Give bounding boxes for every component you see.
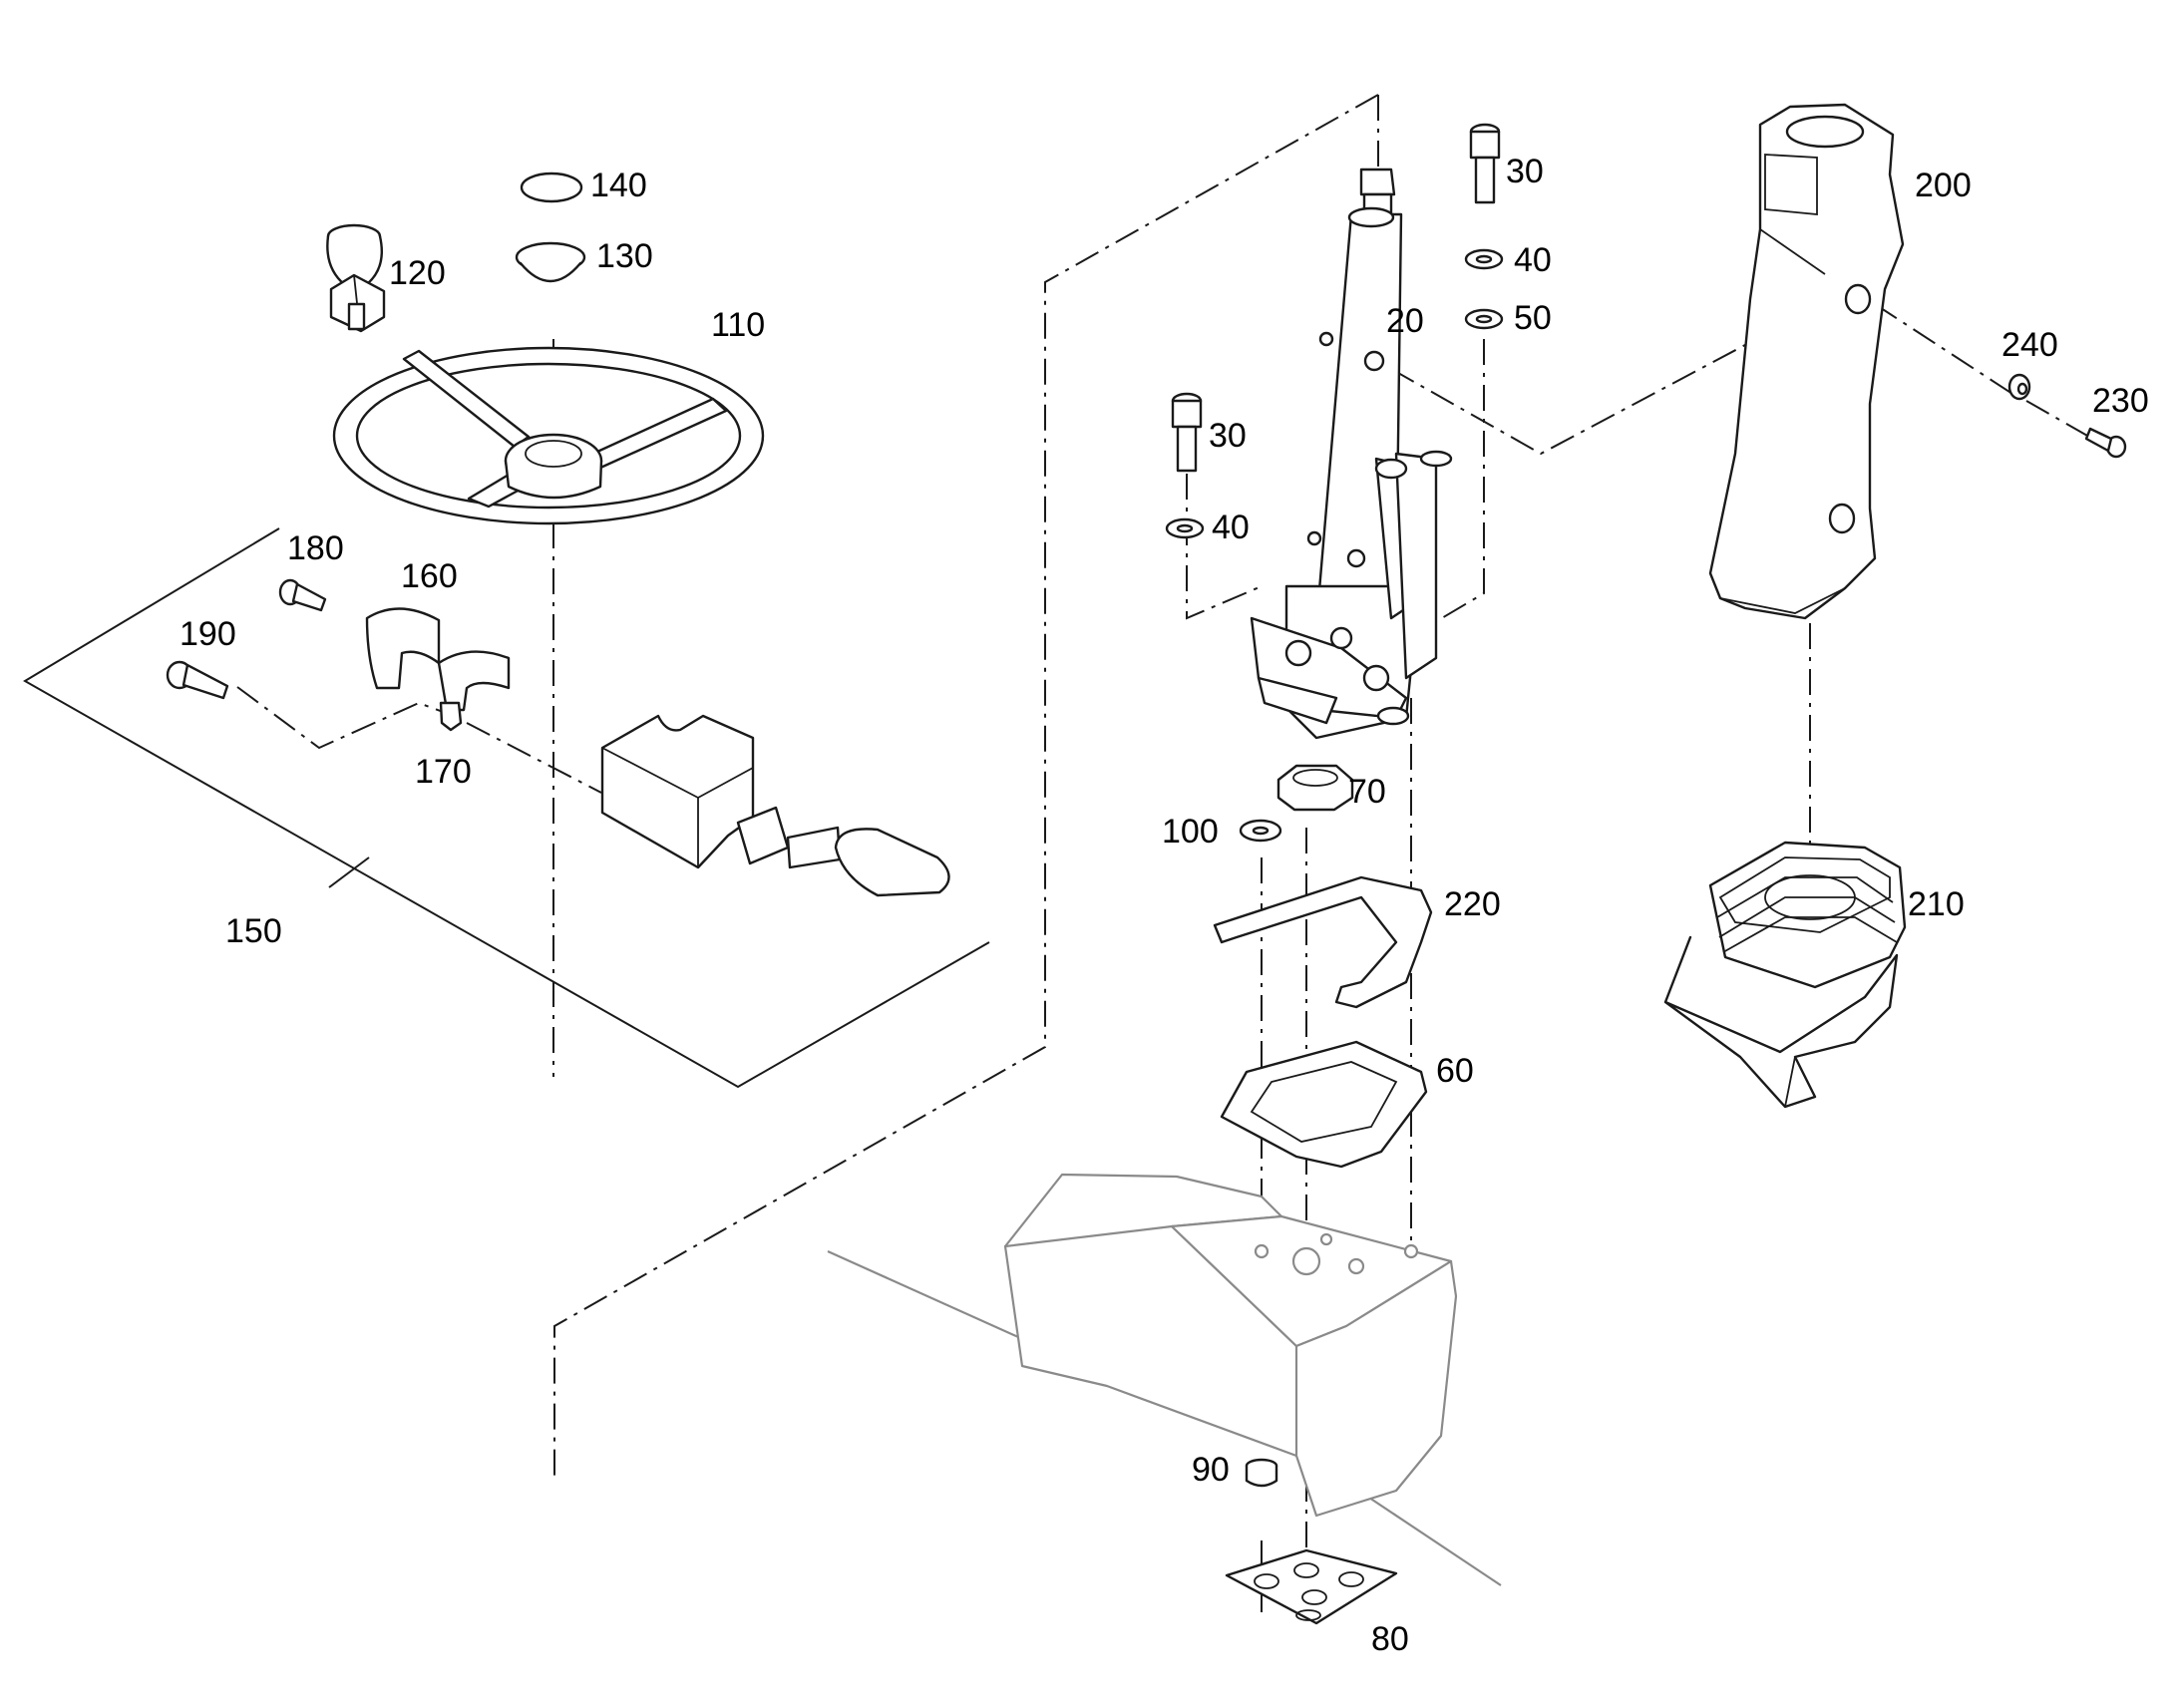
callout-110: 110 [711,306,765,344]
callout-200: 200 [1915,167,1972,204]
callout-30-upper: 30 [1506,153,1544,190]
callout-130: 130 [596,237,653,275]
console-housing [827,1173,1502,1586]
callout-80: 80 [1371,1620,1409,1658]
callout-70: 70 [1348,773,1386,811]
cap-130 [515,241,586,283]
callout-labels: 140 130 120 110 180 160 190 170 150 30 4… [180,153,2149,1658]
lever-switch-150 [600,714,950,897]
screw-230 [2084,427,2127,459]
steering-wheel-110 [332,346,765,525]
callout-120: 120 [389,254,446,292]
washer-40-lower [1165,517,1205,539]
nut-70 [1276,764,1354,812]
callout-30-lower: 30 [1209,417,1247,455]
callout-100: 100 [1162,813,1219,851]
cap-screw-30-lower [1171,392,1203,473]
callout-190: 190 [180,615,236,653]
boot-210 [1663,841,1907,1109]
washer-40-upper [1464,248,1504,270]
washer-240 [2007,373,2031,401]
callout-230: 230 [2092,382,2149,420]
bracket-160 [365,607,511,712]
washer-50 [1464,308,1504,330]
callout-60: 60 [1436,1052,1474,1090]
kit-150-outline [23,527,990,1089]
column-cover-200 [1708,103,1905,620]
callout-40-lower: 40 [1212,509,1250,546]
callout-50: 50 [1514,299,1552,337]
callout-90: 90 [1192,1451,1230,1489]
callout-170: 170 [415,753,472,791]
callout-150: 150 [225,912,282,950]
washer-100 [1239,819,1282,843]
callout-220: 220 [1444,885,1501,923]
steering-column-20 [1250,168,1453,740]
callout-160: 160 [401,557,458,595]
callout-140: 140 [590,167,647,204]
plug-90 [1245,1458,1278,1488]
callout-210: 210 [1908,885,1965,923]
callout-180: 180 [287,529,344,567]
cap-screw-30-upper [1469,123,1501,204]
base-plate-80 [1225,1548,1398,1625]
screw-190 [166,660,229,700]
callout-40-upper: 40 [1514,241,1552,279]
gasket-60 [1220,1040,1428,1169]
callout-20: 20 [1386,302,1424,340]
screw-180 [278,578,327,612]
ring-140 [520,171,583,203]
callout-240: 240 [2001,326,2058,364]
plate-220 [1213,875,1433,1009]
clip-170 [439,701,463,732]
knob-120 [326,223,386,333]
